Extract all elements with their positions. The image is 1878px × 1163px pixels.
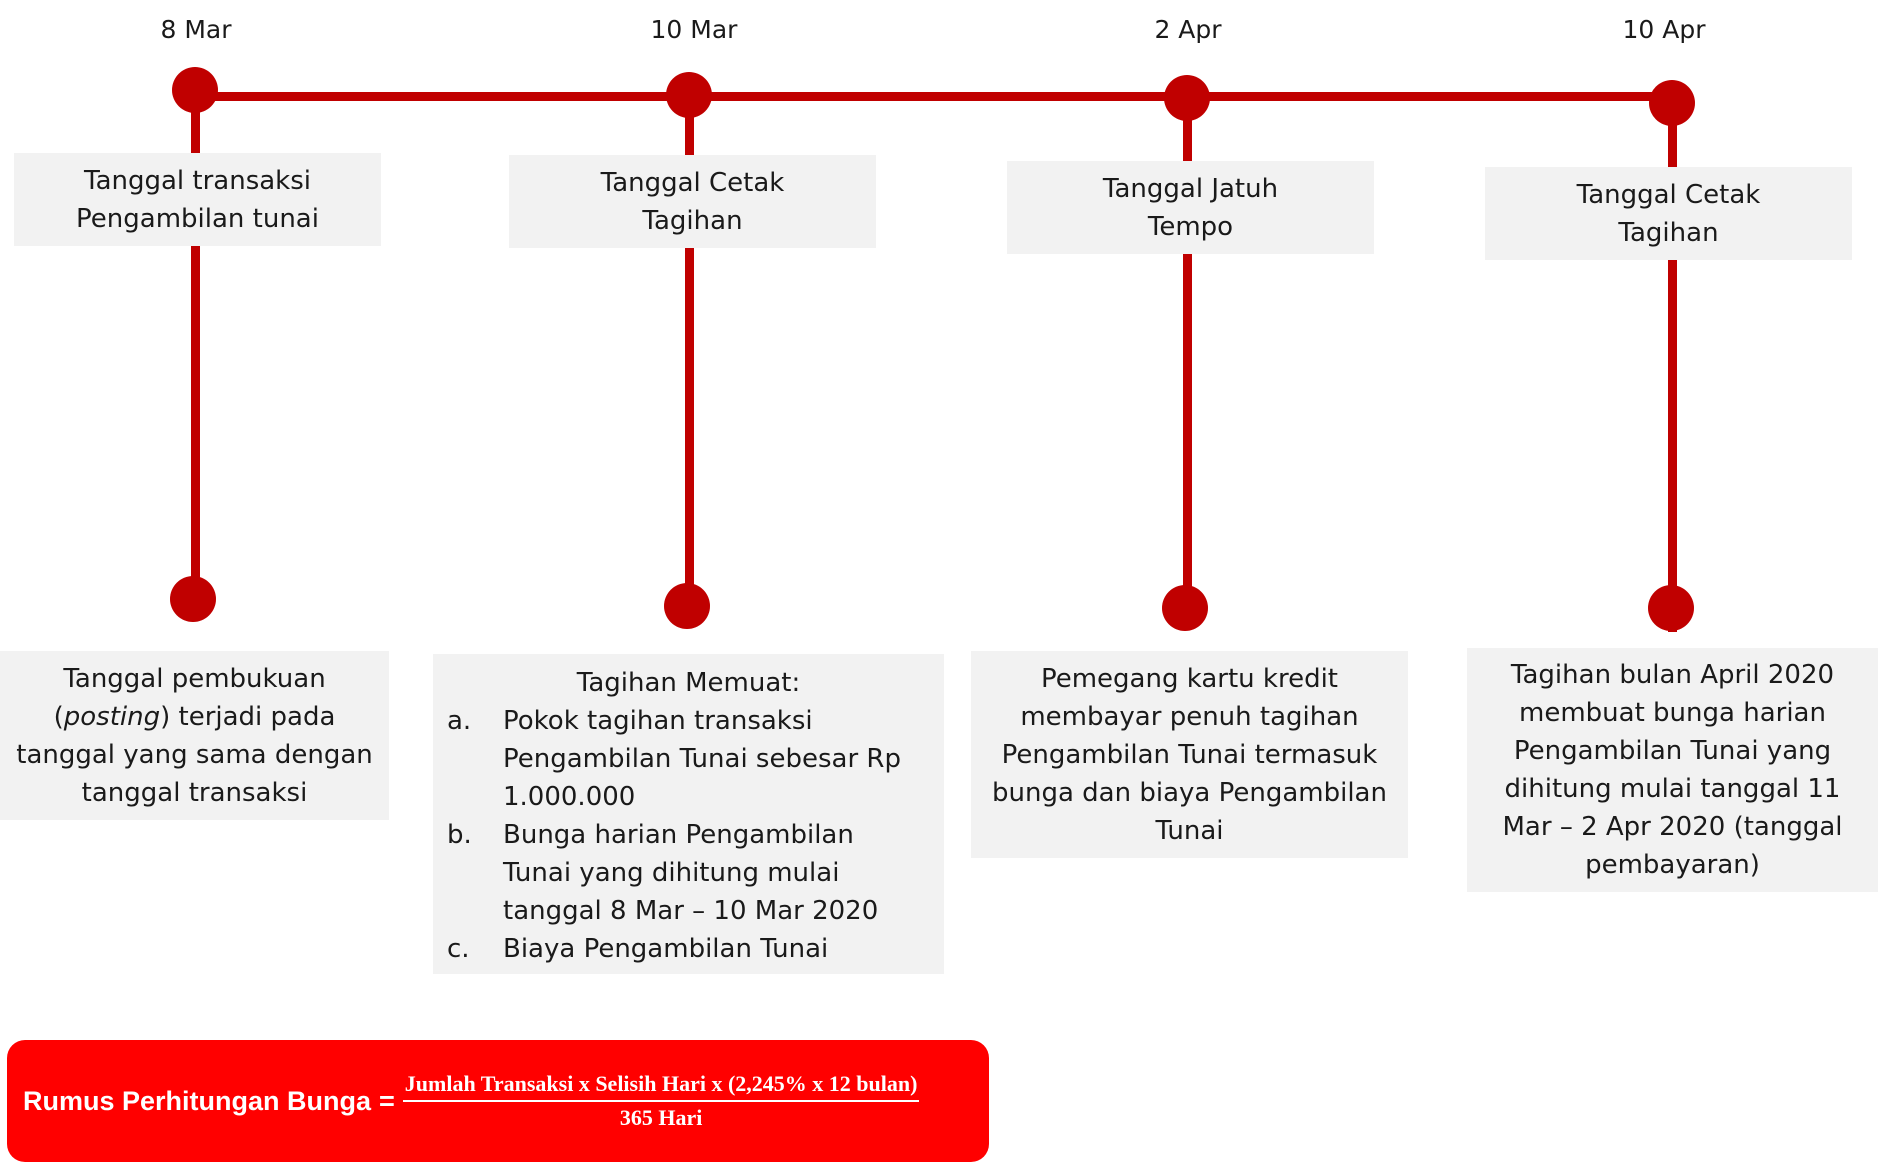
- note-line: pembayaran): [1585, 850, 1760, 880]
- formula-label: Rumus Perhitungan Bunga: [23, 1085, 372, 1116]
- note-line: Tunai: [1155, 815, 1224, 846]
- formula-equals-sign: =: [379, 1085, 395, 1116]
- note-line: bunga dan biaya Pengambilan: [992, 777, 1387, 808]
- milestone-dot-top-2: [666, 72, 712, 118]
- milestone-note-3: Pemegang kartu kredit membayar penuh tag…: [971, 651, 1408, 858]
- milestone-label-line: Tanggal transaksi: [83, 165, 312, 196]
- milestone-dot-top-4: [1649, 80, 1695, 126]
- milestone-dot-top-1: [172, 67, 218, 113]
- date-label-1: 8 Mar: [160, 15, 232, 44]
- milestone-label-line: Tempo: [1147, 211, 1234, 242]
- milestone-label-line: Pengambilan tunai: [76, 203, 319, 234]
- list-marker: c.: [447, 934, 470, 964]
- interest-formula-banner: Rumus Perhitungan Bunga = Jumlah Transak…: [7, 1040, 989, 1162]
- milestone-label-1: Tanggal transaksi Pengambilan tunai: [14, 153, 381, 246]
- milestone-label-line: Tagihan: [642, 205, 743, 236]
- timeline-axis: [195, 92, 1673, 101]
- date-label-2: 10 Mar: [650, 15, 738, 44]
- date-label-3: 2 Apr: [1154, 15, 1222, 44]
- milestone-note-1: Tanggal pembukuan (posting) terjadi pada…: [0, 651, 389, 820]
- milestone-label-4: Tanggal Cetak Tagihan: [1485, 167, 1852, 260]
- note-line: Pengambilan Tunai termasuk: [1001, 739, 1378, 770]
- milestone-label-3: Tanggal Jatuh Tempo: [1007, 161, 1374, 254]
- note-list-item: c. Biaya Pengambilan Tunai: [447, 930, 930, 968]
- list-text: Pokok tagihan transaksi Pengambilan Tuna…: [503, 706, 901, 812]
- milestone-dot-top-3: [1164, 75, 1210, 121]
- note-line: dihitung mulai tanggal 11: [1504, 774, 1841, 804]
- note-line-rest: terjadi pada: [178, 701, 336, 732]
- connector-2: [685, 96, 694, 606]
- list-marker: a.: [447, 706, 472, 736]
- connector-3: [1183, 96, 1192, 609]
- connector-4: [1668, 96, 1677, 632]
- formula-denominator: 365 Hari: [619, 1105, 703, 1130]
- note-list-item: b. Bunga harian Pengambilan Tunai yang d…: [447, 816, 930, 930]
- milestone-dot-bottom-4: [1648, 585, 1694, 631]
- milestone-note-4: Tagihan bulan April 2020 membuat bunga h…: [1467, 648, 1878, 892]
- milestone-label-line: Tagihan: [1618, 217, 1719, 248]
- note-line: Pemegang kartu kredit: [1040, 663, 1338, 694]
- milestone-dot-bottom-1: [170, 576, 216, 622]
- milestone-label-line: Tanggal Jatuh: [1102, 173, 1279, 204]
- milestone-label-2: Tanggal Cetak Tagihan: [509, 155, 876, 248]
- formula-fraction: Jumlah Transaksi x Selisih Hari x (2,245…: [402, 1071, 920, 1131]
- note-line: membayar penuh tagihan: [1020, 701, 1359, 732]
- note-line: membuat bunga harian: [1519, 698, 1826, 728]
- formula-numerator: Jumlah Transaksi x Selisih Hari x (2,245…: [402, 1071, 920, 1102]
- note-line: Pengambilan Tunai yang: [1513, 736, 1832, 766]
- connector-1: [191, 96, 200, 601]
- milestone-label-line: Tanggal Cetak: [1576, 179, 1761, 210]
- note-list-item: a. Pokok tagihan transaksi Pengambilan T…: [447, 702, 930, 816]
- note-line: tanggal yang sama dengan: [16, 739, 373, 770]
- list-text: Biaya Pengambilan Tunai: [503, 934, 829, 964]
- note-line: Tagihan bulan April 2020: [1510, 660, 1835, 690]
- date-label-4: 10 Apr: [1622, 15, 1706, 44]
- list-text: Bunga harian Pengambilan Tunai yang dihi…: [503, 820, 879, 926]
- note-line: Mar – 2 Apr 2020 (tanggal: [1502, 812, 1843, 842]
- list-marker: b.: [447, 820, 472, 850]
- note-line: (posting) terjadi pada: [53, 701, 336, 732]
- note-heading: Tagihan Memuat:: [576, 668, 801, 698]
- note-italic-term: posting: [63, 701, 161, 732]
- milestone-note-2: Tagihan Memuat: a. Pokok tagihan transak…: [433, 654, 944, 974]
- milestone-label-line: Tanggal Cetak: [600, 167, 785, 198]
- note-line: Tanggal pembukuan: [63, 663, 326, 694]
- note-line: tanggal transaksi: [81, 777, 308, 808]
- milestone-dot-bottom-3: [1162, 585, 1208, 631]
- milestone-dot-bottom-2: [664, 583, 710, 629]
